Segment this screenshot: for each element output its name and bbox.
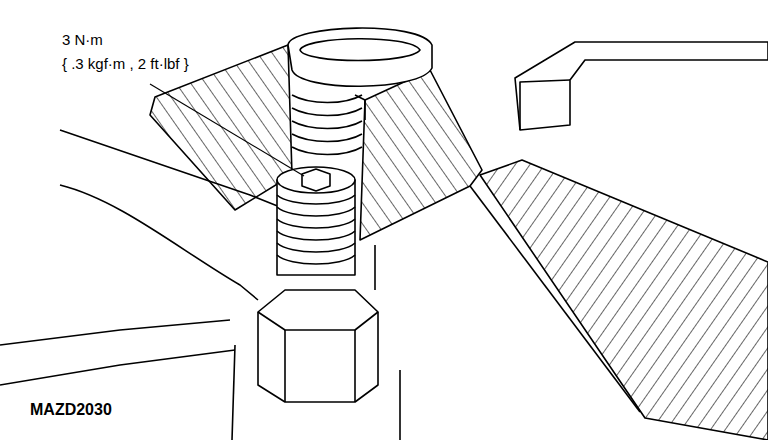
- plate-edge: [0, 320, 230, 345]
- bore-thread: [292, 95, 362, 155]
- plate-edge: [0, 350, 235, 385]
- block-edge: [470, 186, 640, 412]
- plate-edge: [399, 370, 401, 440]
- figure-code: MAZD2030: [30, 401, 112, 419]
- hex-nut: [258, 290, 378, 402]
- torque-value: 3 N·m: [62, 32, 103, 49]
- leader-line: [150, 84, 304, 176]
- block-edge: [374, 245, 376, 290]
- bore-edge: [355, 95, 365, 120]
- bore-opening: [300, 39, 420, 61]
- section-hatch: [360, 70, 482, 240]
- section-hatch: [480, 160, 768, 440]
- top-block: [515, 42, 768, 130]
- bore-rim: [288, 28, 432, 86]
- bolt-shank: [277, 167, 355, 275]
- plate-edge: [232, 345, 235, 440]
- block-edge: [520, 80, 570, 130]
- torque-value: { .3 kgf·m , 2 ft·lbf }: [62, 56, 189, 73]
- hex-socket: [302, 169, 330, 191]
